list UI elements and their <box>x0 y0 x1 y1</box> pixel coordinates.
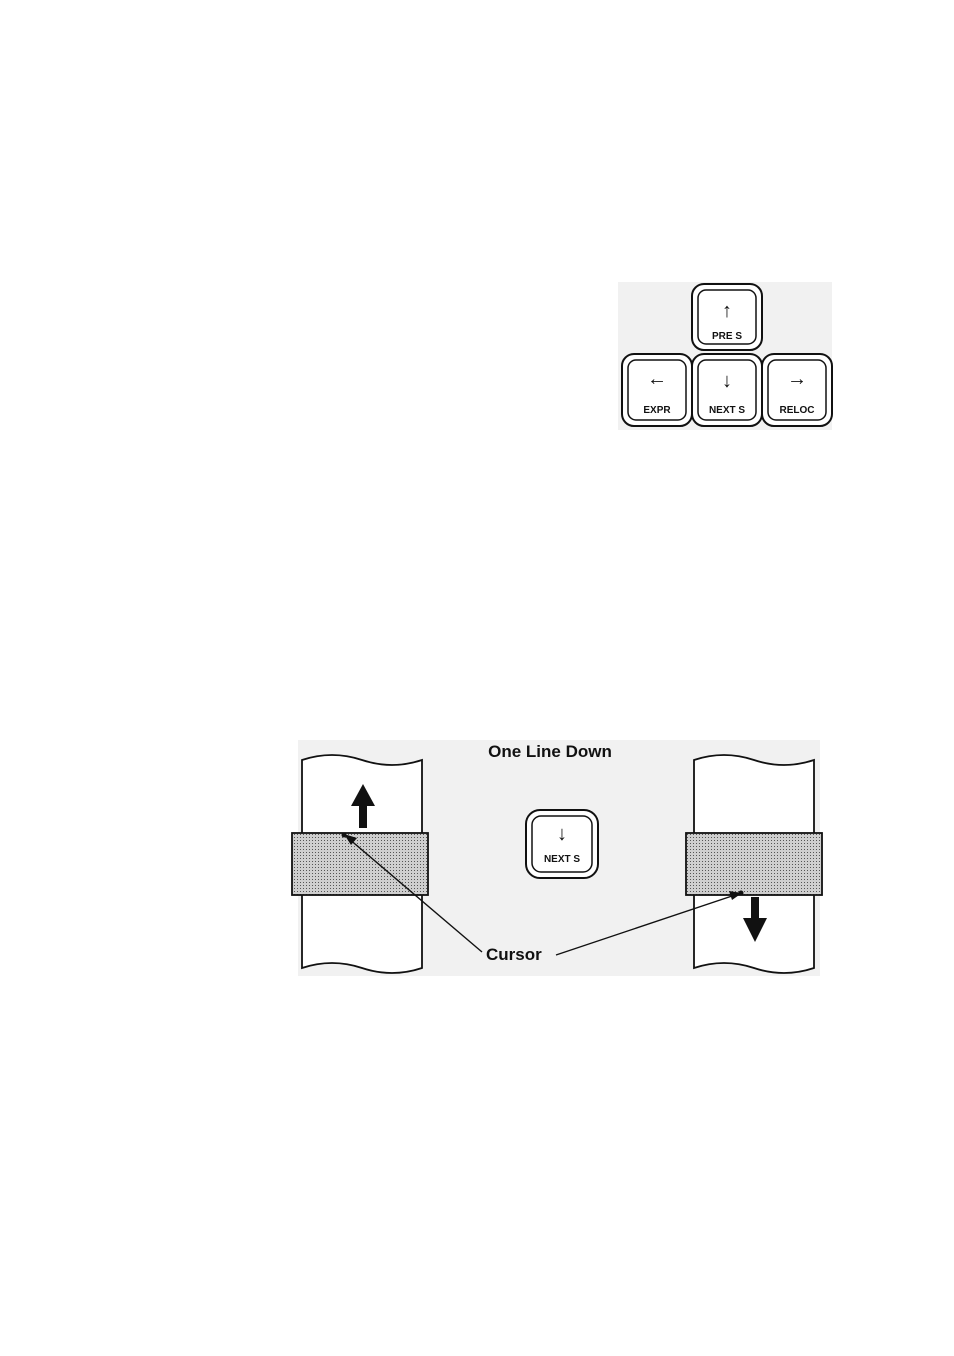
cursor-label: Cursor <box>486 945 542 964</box>
right-highlight-band <box>686 833 822 895</box>
left-scroll-strip <box>292 755 428 973</box>
next-s-label: NEXT S <box>709 405 745 416</box>
reloc-key[interactable]: → RELOC <box>762 354 832 426</box>
up-arrow-icon: ↑ <box>722 300 732 322</box>
diagram-title: One Line Down <box>488 742 612 761</box>
down-arrow-icon: ↓ <box>557 823 567 845</box>
pre-s-key[interactable]: ↑ PRE S <box>692 284 762 350</box>
down-arrow-icon: ↓ <box>722 370 732 392</box>
expr-label: EXPR <box>643 405 671 416</box>
left-arrow-icon: ← <box>647 368 667 390</box>
arrow-keypad: ↑ PRE S ← EXPR ↓ NEXT S → RELOC <box>618 282 832 430</box>
one-line-down-diagram: One Line Down ↓ NEXT S C <box>292 740 822 976</box>
expr-key[interactable]: ← EXPR <box>622 354 692 426</box>
pre-s-label: PRE S <box>712 331 742 342</box>
reloc-label: RELOC <box>780 405 815 416</box>
right-arrow-icon: → <box>787 368 807 390</box>
next-s-label: NEXT S <box>544 854 580 865</box>
next-s-key-center[interactable]: ↓ NEXT S <box>526 810 598 878</box>
left-highlight-band <box>292 833 428 895</box>
right-scroll-strip <box>686 755 822 973</box>
next-s-key[interactable]: ↓ NEXT S <box>692 354 762 426</box>
